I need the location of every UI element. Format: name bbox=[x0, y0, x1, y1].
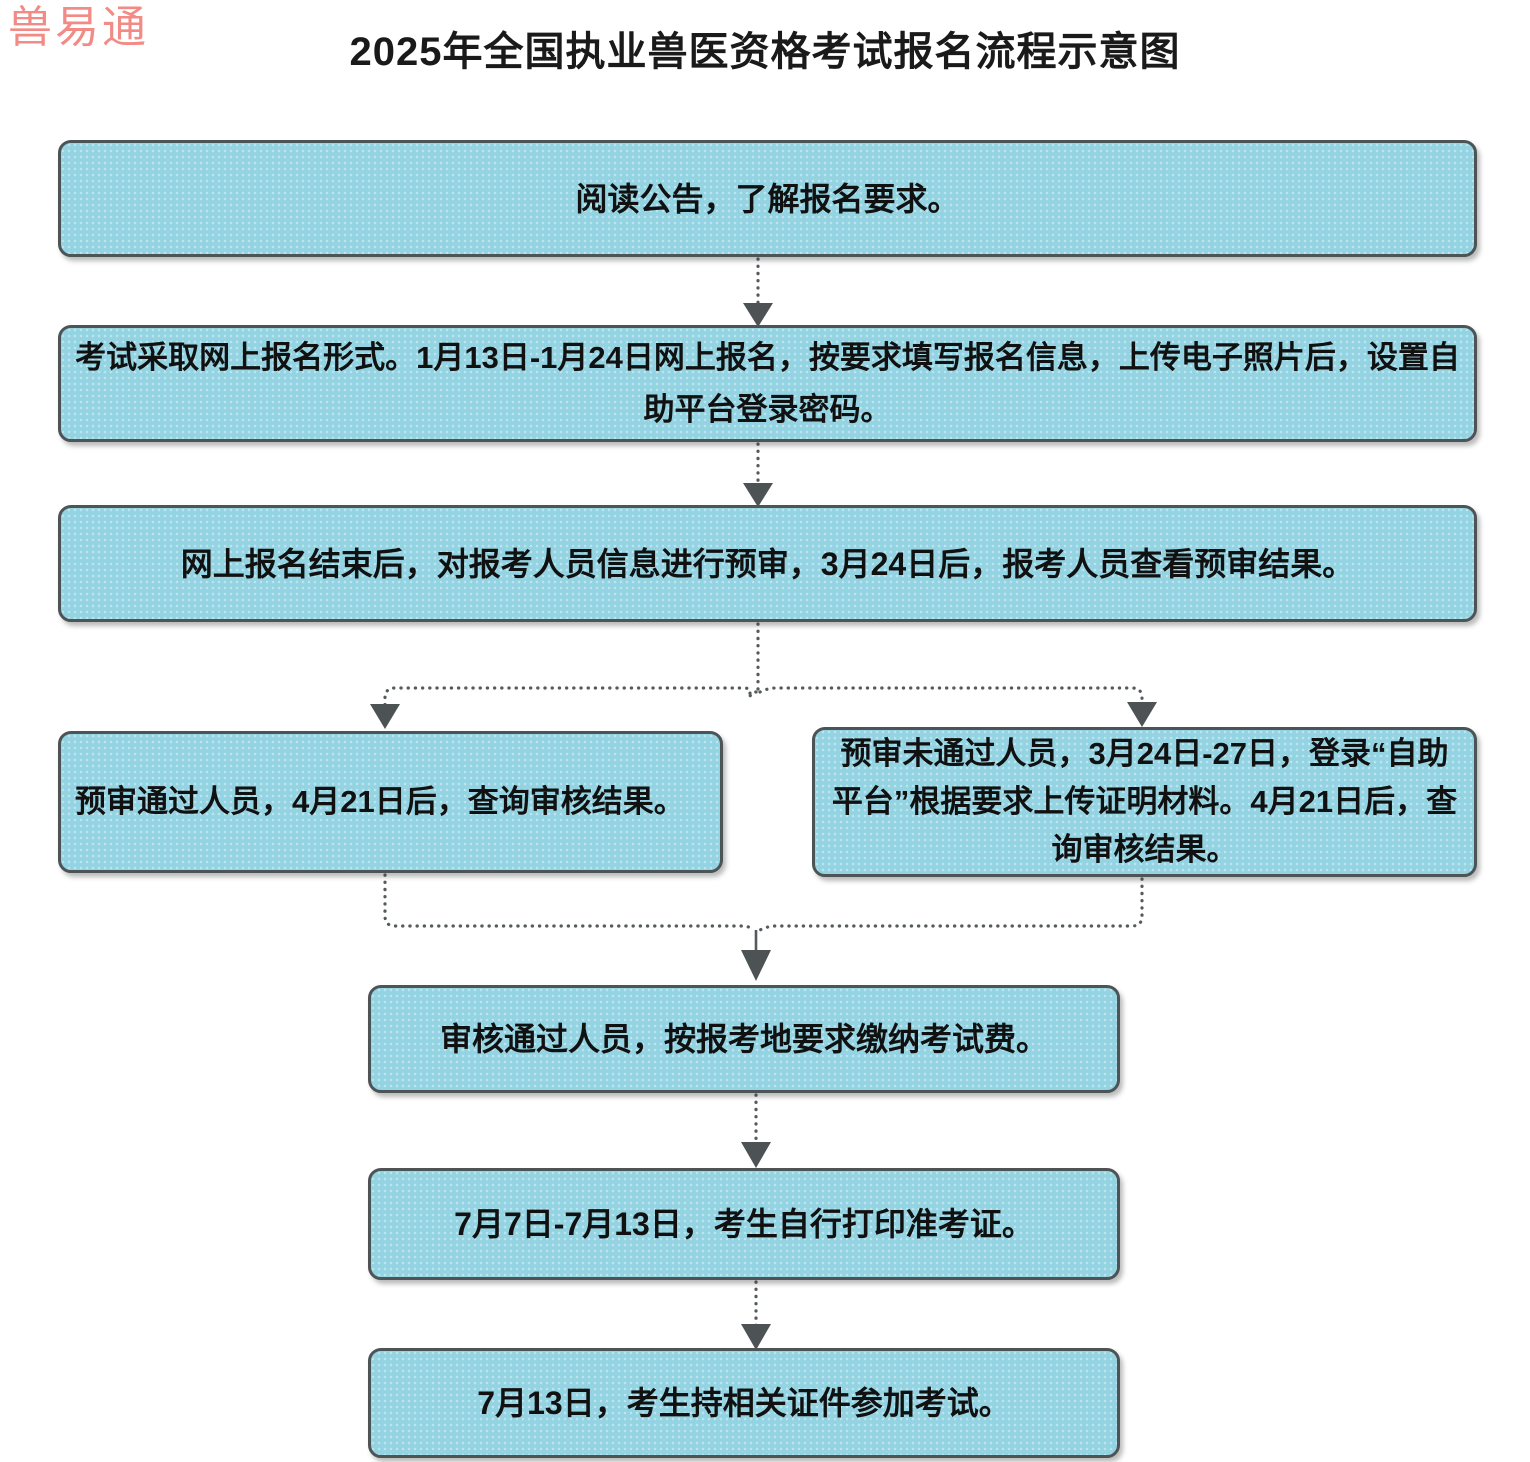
edge-online-to-preaudit bbox=[743, 442, 773, 507]
flow-node-label: 7月13日，考生持相关证件参加考试。 bbox=[477, 1385, 1011, 1421]
flow-node-label: 审核通过人员，按报考地要求缴纳考试费。 bbox=[439, 1021, 1048, 1057]
flow-node-label: 考试采取网上报名形式。1月13日-1月24日网上报名，按要求填写报名信息，上传电… bbox=[75, 339, 1460, 427]
flow-node-pay-exam-fee: 审核通过人员，按报考地要求缴纳考试费。 bbox=[368, 985, 1120, 1093]
flow-node-preliminary-review: 网上报名结束后，对报考人员信息进行预审，3月24日后，报考人员查看预审结果。 bbox=[58, 505, 1477, 622]
flow-node-preaudit-failed: 预审未通过人员，3月24日-27日，登录“自助平台”根据要求上传证明材料。4月2… bbox=[812, 727, 1477, 877]
flow-node-label: 预审通过人员，4月21日后，查询审核结果。 bbox=[75, 784, 685, 819]
flow-node-label: 网上报名结束后，对报考人员信息进行预审，3月24日后，报考人员查看预审结果。 bbox=[180, 545, 1355, 582]
flow-node-preaudit-passed: 预审通过人员，4月21日后，查询审核结果。 bbox=[58, 731, 723, 873]
edge-merge-to-fee bbox=[383, 873, 1144, 981]
flow-node-online-registration: 考试采取网上报名形式。1月13日-1月24日网上报名，按要求填写报名信息，上传电… bbox=[58, 325, 1477, 442]
flow-node-label: 预审未通过人员，3月24日-27日，登录“自助平台”根据要求上传证明材料。4月2… bbox=[831, 736, 1458, 867]
flow-node-print-admission-ticket: 7月7日-7月13日，考生自行打印准考证。 bbox=[368, 1168, 1120, 1280]
flow-node-read-announcement: 阅读公告，了解报名要求。 bbox=[58, 140, 1477, 257]
edge-ticket-to-exam bbox=[741, 1280, 771, 1350]
page-title: 2025年全国执业兽医资格考试报名流程示意图 bbox=[349, 30, 1181, 74]
watermark-text: 兽易通 bbox=[8, 2, 149, 53]
edge-read-to-online bbox=[743, 257, 773, 327]
edge-preaudit-split bbox=[370, 622, 1157, 729]
flow-node-label: 阅读公告，了解报名要求。 bbox=[575, 180, 960, 217]
edge-fee-to-ticket bbox=[741, 1093, 771, 1168]
flow-node-take-exam: 7月13日，考生持相关证件参加考试。 bbox=[368, 1348, 1120, 1458]
flow-node-label: 7月7日-7月13日，考生自行打印准考证。 bbox=[454, 1206, 1034, 1242]
